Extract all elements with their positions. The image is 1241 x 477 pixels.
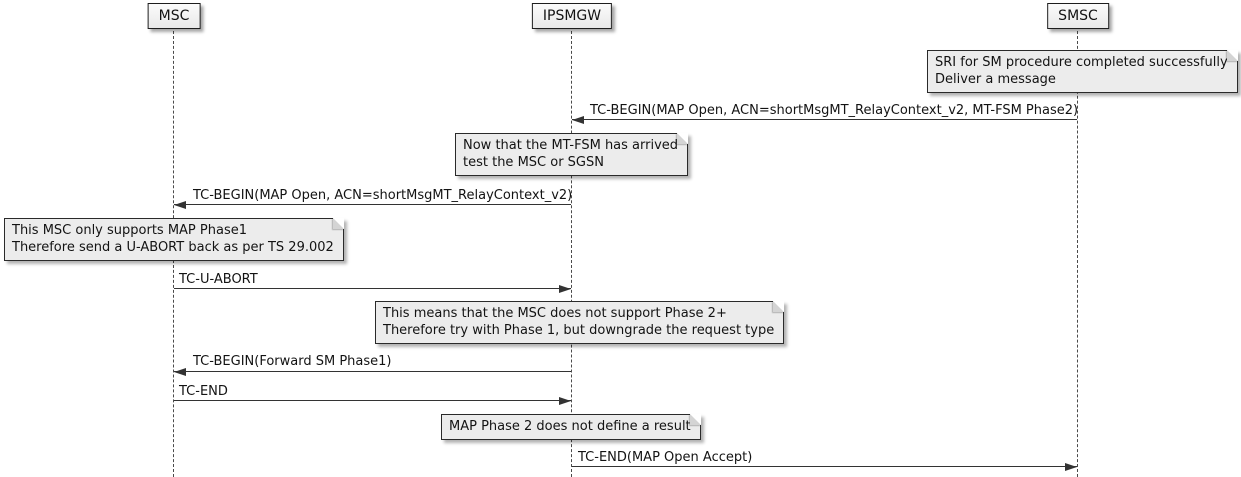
- arrowhead-left-icon: [174, 201, 186, 209]
- note-text: test the MSC or SGSN: [463, 155, 604, 170]
- message-label: TC-END: [179, 384, 228, 399]
- lifeline-ipsmgw: [571, 31, 572, 477]
- note-text: Now that the MT-FSM has arrived: [463, 138, 679, 153]
- arrowhead-left-icon: [572, 116, 584, 124]
- message-line: [572, 463, 1077, 471]
- note-text: This MSC only supports MAP Phase1: [12, 223, 247, 238]
- note-downgrade: This means that the MSC does not support…: [375, 301, 785, 344]
- message-label: TC-END(MAP Open Accept): [578, 450, 753, 465]
- note-fold-icon: [1226, 50, 1238, 61]
- message-line: [174, 201, 571, 209]
- message-label: TC-U-ABORT: [179, 272, 258, 287]
- note-fold-icon: [689, 414, 701, 425]
- note-text: Deliver a message: [935, 72, 1056, 87]
- arrowhead-right-icon: [1065, 463, 1077, 471]
- note-text: This means that the MSC does not support…: [383, 306, 727, 321]
- note-fold-icon: [773, 301, 785, 312]
- note-fold-icon: [332, 218, 344, 229]
- participant-msc: MSC: [147, 3, 201, 29]
- note-map-phase2-result: MAP Phase 2 does not define a result: [441, 414, 701, 440]
- message-line: [174, 397, 571, 405]
- message-label: TC-BEGIN(MAP Open, ACN=shortMsgMT_RelayC…: [590, 103, 1079, 118]
- lifeline-smsc: [1077, 31, 1078, 477]
- arrowhead-right-icon: [559, 285, 571, 293]
- message-label: TC-BEGIN(Forward SM Phase1): [193, 354, 392, 369]
- message-label: TC-BEGIN(MAP Open, ACN=shortMsgMT_RelayC…: [193, 188, 573, 203]
- note-mt-fsm-arrived: Now that the MT-FSM has arrived test the…: [455, 133, 689, 176]
- note-text: Therefore send a U-ABORT back as per TS …: [12, 240, 334, 255]
- message-line: [572, 116, 1077, 124]
- message-line: [174, 368, 571, 376]
- note-text: Therefore try with Phase 1, but downgrad…: [383, 323, 775, 338]
- note-text: MAP Phase 2 does not define a result: [449, 419, 691, 434]
- note-msc-phase1: This MSC only supports MAP Phase1 Theref…: [4, 218, 344, 261]
- arrowhead-right-icon: [559, 397, 571, 405]
- note-sri-deliver: SRI for SM procedure completed successfu…: [927, 50, 1238, 93]
- message-line: [174, 285, 571, 293]
- participant-ipsmgw: IPSMGW: [531, 3, 613, 29]
- note-text: SRI for SM procedure completed successfu…: [935, 55, 1228, 70]
- note-fold-icon: [677, 133, 689, 144]
- arrowhead-left-icon: [174, 368, 186, 376]
- participant-smsc: SMSC: [1047, 3, 1109, 29]
